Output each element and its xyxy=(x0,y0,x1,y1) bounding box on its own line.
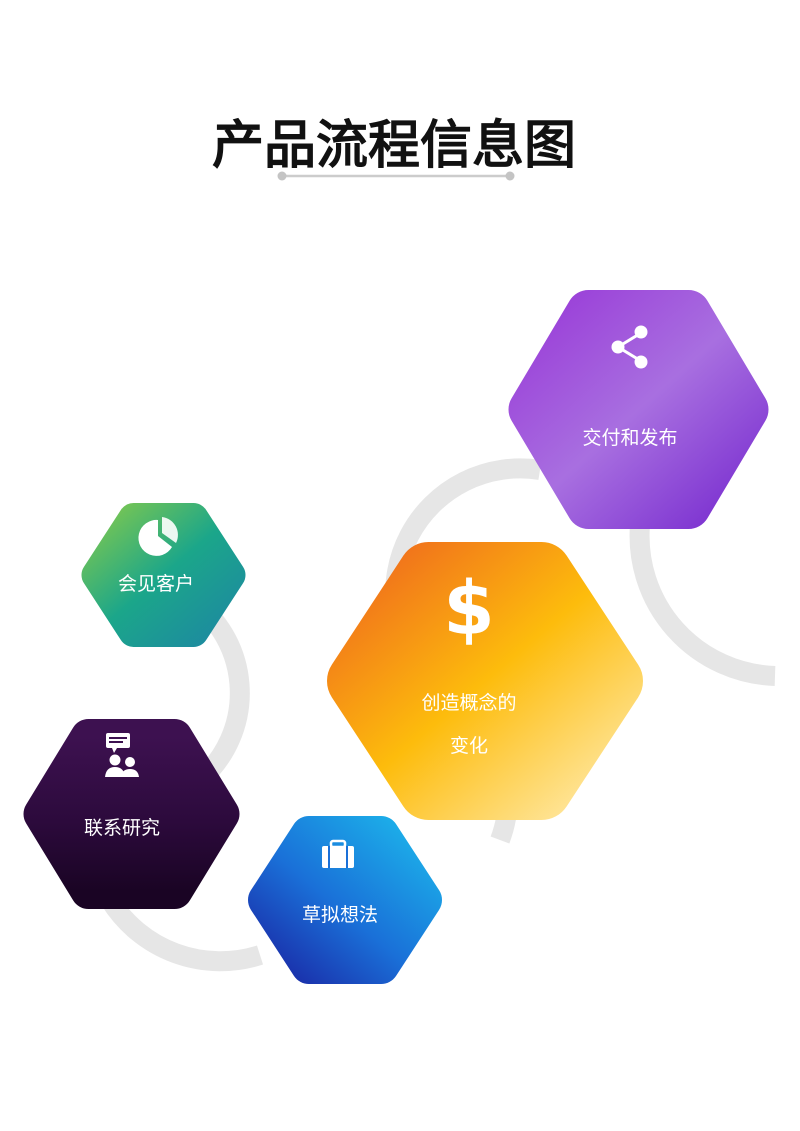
step-meet-customers: 会见客户 xyxy=(81,503,246,647)
connector-arc-right xyxy=(629,524,776,686)
hexagon-blue xyxy=(248,816,442,984)
step-label: 联系研究 xyxy=(84,817,160,839)
hexagon-orange xyxy=(327,542,643,820)
step-contact-research: 联系研究 xyxy=(23,719,240,909)
step-label: 交付和发布 xyxy=(582,427,677,449)
step-draft-ideas: 草拟想法 xyxy=(248,816,442,984)
step-label-line2: 变化 xyxy=(450,735,488,757)
connector-arc-left-lower xyxy=(101,894,264,972)
meeting-icon xyxy=(105,733,139,777)
briefcase-icon xyxy=(322,839,354,868)
hexagon-green xyxy=(81,503,246,647)
step-label: 草拟想法 xyxy=(302,904,378,926)
step-create-concept-changes: $ 创造概念的 变化 xyxy=(327,542,643,820)
title-underline xyxy=(277,171,515,181)
page-title: 产品流程信息图 xyxy=(212,116,576,176)
step-label-line1: 创造概念的 xyxy=(421,691,516,714)
hexagon-purple xyxy=(508,290,769,529)
pie-chart-icon xyxy=(138,517,178,556)
step-label: 会见客户 xyxy=(118,573,194,595)
share-icon xyxy=(611,325,648,369)
hexagon-dark-purple xyxy=(23,719,240,909)
dollar-icon: $ xyxy=(443,566,495,652)
step-deliver-and-release: 交付和发布 xyxy=(508,290,769,529)
